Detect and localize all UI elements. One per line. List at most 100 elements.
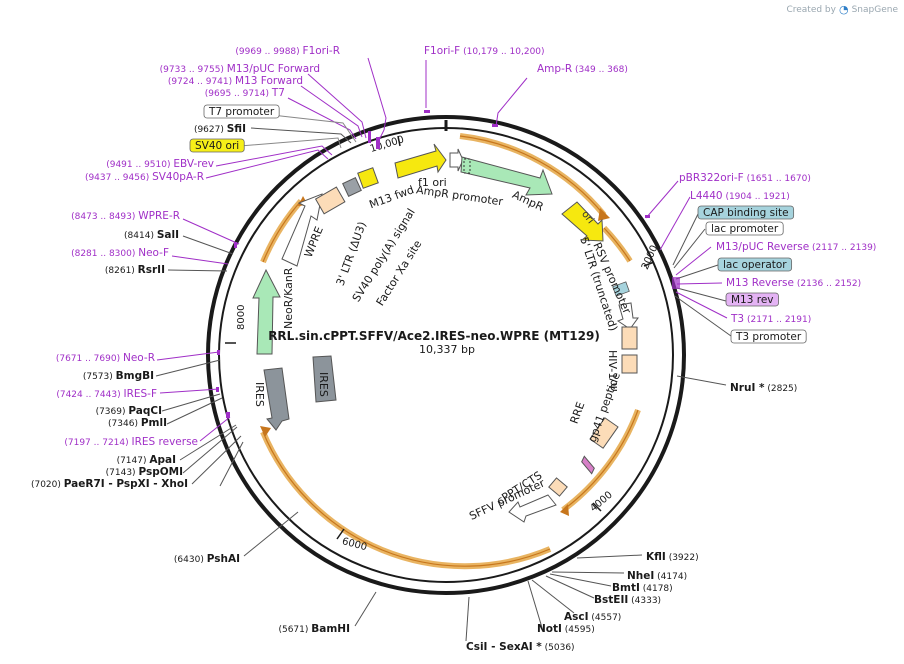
ruler-label: 8000 (236, 305, 247, 330)
enzyme-label-paer7i-pspxi-xhoi: (7020) PaeR7I - PspXI - XhoI (31, 478, 188, 490)
site-name: L4440 (690, 190, 723, 202)
site-coord: (1651 .. 1670) (744, 174, 811, 184)
site-coord: (9733 .. 9755) (160, 65, 227, 75)
watermark-created-by: Created by (786, 4, 836, 15)
site-name: SV40pA-R (152, 171, 204, 183)
feature-box-label-t3-promoter: T3 promoter (735, 331, 802, 343)
feature-label: IRES (253, 382, 266, 407)
enzyme-label-nrui: NruI * (2825) (730, 382, 797, 394)
feature-psi (621, 354, 638, 374)
feature-box-lac-operator (717, 257, 793, 272)
feature-box-m13-rev (725, 292, 779, 307)
primer-label-ires-f: (7424 .. 7443) IRES-F (56, 388, 157, 400)
enzyme-label-kfli: KflI (3922) (646, 551, 699, 563)
primer-label-ebv-rev: (9491 .. 9510) EBV-rev (106, 158, 214, 170)
site-coord: (4595) (562, 625, 595, 635)
ruler-label: 10,000 (369, 134, 406, 155)
enzyme-label-rsrii: (8261) RsrII (105, 264, 165, 276)
primer-label-neo-f: (8281 .. 8300) Neo-F (71, 247, 169, 259)
site-name: NruI * (730, 382, 765, 394)
site-name: RsrII (138, 264, 165, 276)
feature-dashes (463, 158, 471, 174)
site-coord: (2117 .. 2139) (809, 243, 876, 253)
enzyme-label-paqci: (7369) PaqCI (96, 405, 162, 417)
primer-label-l4440: L4440 (1904 .. 1921) (690, 190, 790, 202)
feature-ampr (460, 156, 553, 196)
site-coord: (9695 .. 9714) (205, 89, 272, 99)
snapgene-watermark: Created by ◔ SnapGene (786, 3, 898, 16)
enzyme-label-bamhi: (5671) BamHI (278, 623, 350, 635)
site-name: M13 Reverse (726, 277, 794, 289)
backbone-ring-outer (206, 115, 686, 595)
feature-3ltr (314, 186, 346, 215)
feature-rsv-promoter (616, 302, 639, 330)
feature-m13-fwd (394, 143, 447, 179)
site-coord: (349 .. 368) (572, 65, 628, 75)
feature-label: AmpR promoter (415, 183, 504, 208)
site-coord: (7369) (96, 407, 129, 417)
site-coord: (2136 .. 2152) (794, 279, 861, 289)
feature-box-t7-promoter (203, 104, 280, 119)
feature-rre (589, 417, 619, 449)
site-name: T3 (730, 313, 744, 325)
plasmid-size: 10,337 bp (419, 343, 475, 356)
site-coord: (7197 .. 7214) (64, 438, 131, 448)
site-coord: (8281 .. 8300) (71, 249, 138, 259)
enzyme-label-noti: NotI (4595) (537, 623, 595, 635)
feature-box-t3-promoter (730, 329, 807, 344)
site-name: PmlI (141, 417, 167, 429)
site-name: BamHI (311, 623, 350, 635)
feature-f1-ori-promoter (449, 148, 464, 172)
site-name: IRES reverse (132, 436, 199, 448)
enzyme-label-bsteii: BstEII (4333) (594, 594, 661, 606)
primer-label-wpre-r: (8473 .. 8493) WPRE-R (71, 210, 180, 222)
enzyme-label-csii-sexai: CsiI - SexAI * (5036) (466, 641, 575, 653)
feature-label: NeoR/KanR (282, 267, 295, 329)
feature-cppt (548, 477, 568, 497)
site-name: IRES-F (123, 388, 157, 400)
site-name: CsiI - SexAI * (466, 641, 542, 653)
feature-box-label-t7-promoter: T7 promoter (208, 106, 275, 118)
site-name: PaeR7I - PspXI - XhoI (64, 478, 188, 490)
feature-box-label-cap-binding-site: CAP binding site (703, 207, 789, 219)
primer-label-pbr322ori-f: pBR322ori-F (1651 .. 1670) (679, 172, 811, 184)
feature-box-lac-promoter (705, 221, 784, 236)
feature-label: SFFV promoter (467, 476, 547, 523)
feature-ori (561, 201, 604, 242)
feature-label: IRES (317, 372, 330, 397)
site-name: WPRE-R (138, 210, 180, 222)
site-coord: (8261) (105, 266, 138, 276)
site-coord: (2825) (765, 384, 798, 394)
primer-label-amp-r: Amp-R (349 .. 368) (537, 63, 628, 75)
feature-box-label-lac-operator: lac operator (723, 259, 787, 271)
site-coord: (4557) (589, 613, 622, 623)
primer-label-m13-reverse: M13 Reverse (2136 .. 2152) (726, 277, 861, 289)
primer-label-neo-r: (7671 .. 7690) Neo-R (56, 352, 155, 364)
feature-wpre (281, 193, 323, 267)
site-coord: (7020) (31, 480, 64, 490)
feature-label: HIV-1 Ψ (606, 350, 619, 392)
site-coord: (7147) (117, 456, 150, 466)
site-coord: (7671 .. 7690) (56, 354, 123, 364)
feature-5ltr (621, 326, 638, 350)
site-coord: (7143) (106, 468, 139, 478)
ruler-label: 2000 (640, 244, 660, 272)
site-coord: (5671) (278, 625, 311, 635)
site-coord: (8414) (124, 231, 157, 241)
snapgene-logo-icon: ◔ (838, 3, 849, 16)
primer-label-sv40pa-r: (9437 .. 9456) SV40pA-R (85, 171, 204, 183)
site-coord: (9627) (194, 125, 227, 135)
site-name: M13/pUC Reverse (716, 241, 809, 253)
enzyme-label-apai: (7147) ApaI (117, 454, 176, 466)
enzyme-label-pspomi: (7143) PspOMI (106, 466, 183, 478)
site-coord: (7424 .. 7443) (56, 390, 123, 400)
primer-label-m13-puc-forward: (9733 .. 9755) M13/pUC Forward (160, 63, 320, 75)
primer-label-t3: T3 (2171 .. 2191) (730, 313, 811, 325)
site-coord: (8473 .. 8493) (71, 212, 138, 222)
enzyme-label-pshai: (6430) PshAI (174, 553, 240, 565)
site-name: NheI (627, 570, 654, 582)
site-coord: (1904 .. 1921) (723, 192, 790, 202)
site-coord: (9969 .. 9988) (235, 47, 302, 57)
site-name: BmtI (612, 582, 640, 594)
feature-rsv-box (612, 281, 630, 297)
